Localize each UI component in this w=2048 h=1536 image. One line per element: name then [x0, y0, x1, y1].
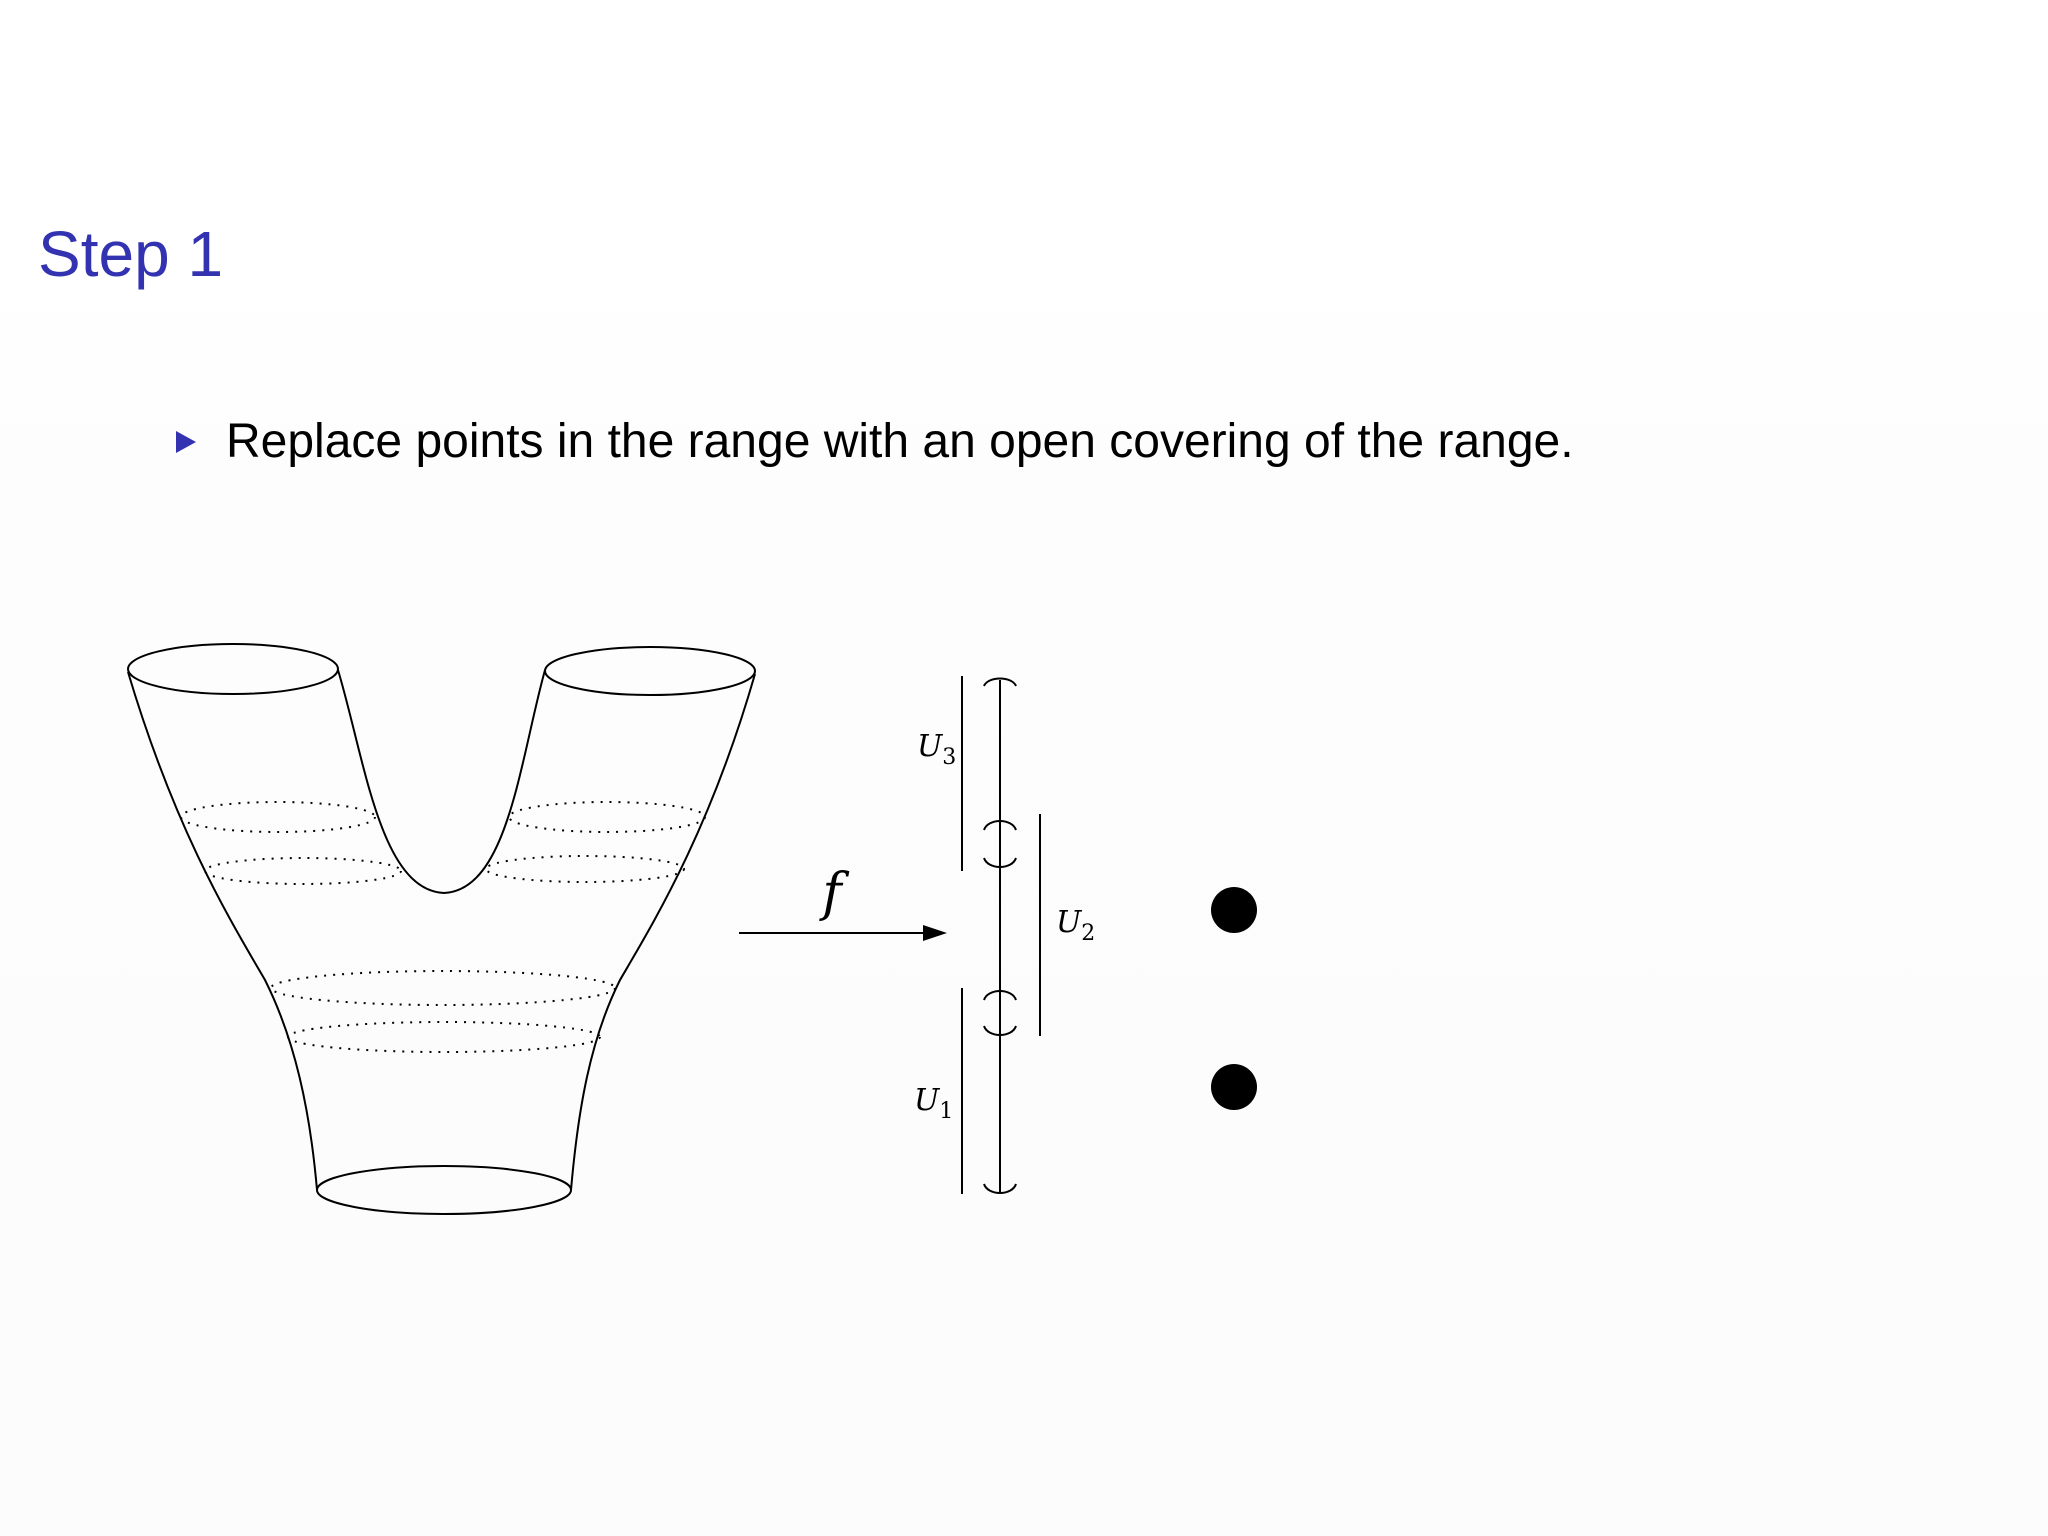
- bottom-boundary-circle: [316, 1165, 572, 1215]
- map-arrow: [739, 925, 947, 941]
- open-endpoint-u1-top: [983, 990, 1017, 1001]
- nerve-point-lower: [1211, 1064, 1257, 1110]
- level-circle-right-upper: [508, 801, 706, 833]
- pair-of-pants-surface: [127, 643, 756, 1215]
- cover-label-u3: U3: [917, 729, 956, 770]
- open-endpoint-u2-bottom: [983, 1025, 1017, 1036]
- triangle-bullet-icon: [176, 431, 196, 453]
- level-circle-right-lower: [485, 855, 685, 883]
- frame-title: Step 1: [38, 218, 224, 290]
- open-endpoint-u2-top: [983, 820, 1017, 831]
- level-circle-waist-upper: [270, 970, 616, 1006]
- range-interval: [961, 676, 1041, 1194]
- map-label-f: f: [818, 863, 849, 923]
- open-endpoint-u3-bottom: [983, 857, 1017, 868]
- cover-label-u3-name: U: [917, 729, 944, 764]
- surface-outer-left-edge: [127, 671, 318, 1191]
- left-top-boundary-circle: [127, 643, 339, 695]
- bullet-text: Replace points in the range with an open…: [226, 415, 1574, 468]
- open-endpoint-top: [983, 677, 1017, 687]
- cover-label-u1-name: U: [914, 1083, 941, 1118]
- cover-label-u3-subscript: 3: [942, 745, 956, 770]
- level-circle-left-lower: [204, 857, 402, 885]
- cover-label-u2: U2: [1056, 905, 1095, 946]
- cover-label-u1-subscript: 1: [939, 1099, 953, 1124]
- nerve-point-upper: [1211, 887, 1257, 933]
- open-endpoint-bottom: [983, 1183, 1017, 1194]
- cover-label-u2-subscript: 2: [1081, 921, 1095, 946]
- level-circle-left-upper: [180, 801, 376, 833]
- right-top-boundary-circle: [544, 646, 756, 696]
- arrow-head-icon: [923, 925, 947, 941]
- surface-inner-crotch-edge: [337, 669, 546, 895]
- level-set-circles: [180, 801, 706, 1053]
- cover-label-u2-name: U: [1056, 905, 1083, 940]
- surface-outer-right-edge: [570, 673, 756, 1191]
- level-circle-waist-lower: [287, 1021, 601, 1053]
- bullet-item: Replace points in the range with an open…: [176, 418, 1574, 466]
- cover-label-u1: U1: [914, 1083, 953, 1124]
